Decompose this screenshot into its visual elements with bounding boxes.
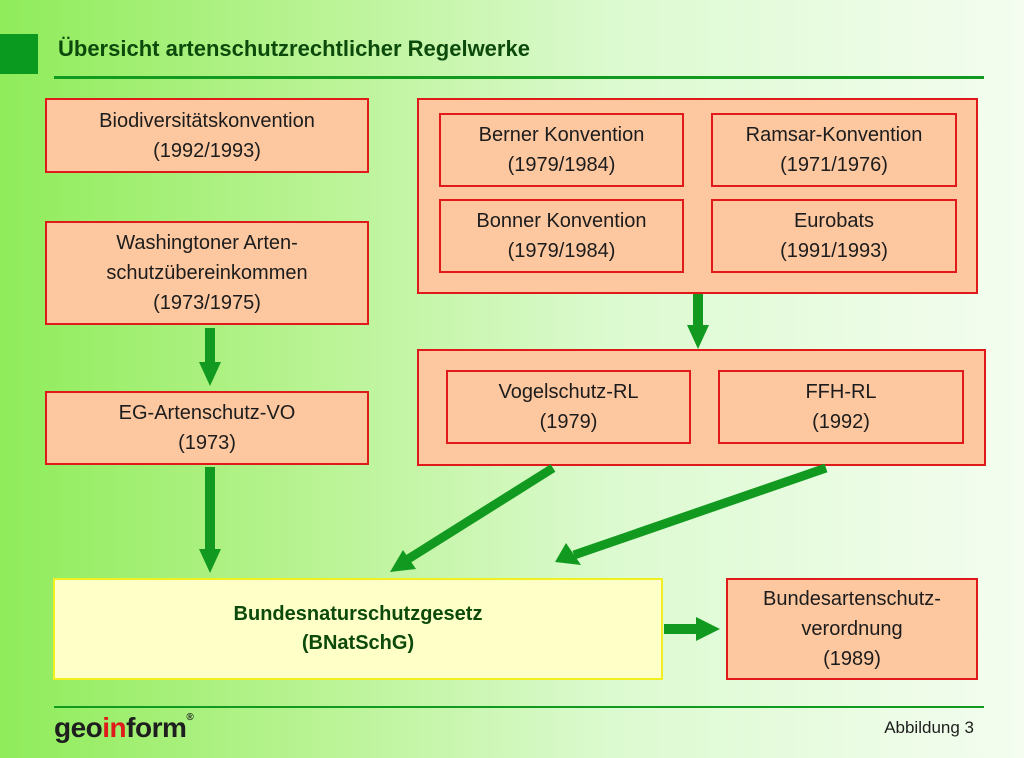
box-label-line: Bundesartenschutz- [763,588,941,610]
box-label-line: (1979/1984) [507,240,616,262]
box-label-line: Vogelschutz-RL [498,381,639,403]
box-label-line: Ramsar-Konvention [745,124,923,146]
box-label-line: (1971/1976) [780,154,888,176]
box-label-line: Eurobats [793,210,875,232]
arrowhead-icon [390,550,416,572]
arrow-diagonal-icon [402,464,556,565]
page-title: Übersicht artenschutzrechtlicher Regelwe… [58,36,530,61]
box-label-line: Washingtoner Arten- [116,232,298,254]
box-label-line: (1973) [178,432,236,454]
corner-accent-block [0,34,38,74]
box-label-line: Berner Konvention [478,124,645,146]
box-bundesartenschutzverordnung: Bundesartenschutz- verordnung (1989) [726,578,978,680]
box-label-line: (1979/1984) [507,154,616,176]
box-bundesnaturschutzgesetz: Bundesnaturschutzgesetz (BNatSchG) [53,578,663,680]
box-label-line: Bundesnaturschutzgesetz [233,603,483,625]
box-ramsar-konvention: Ramsar-Konvention (1971/1976) [711,113,957,187]
box-label-line: (1991/1993) [780,240,888,262]
box-label-line: Biodiversitätskonvention [99,109,315,132]
box-label-line: Bonner Konvention [476,210,647,232]
box-label-line: (1979) [539,411,598,433]
box-label-line: (1992/1993) [153,139,261,162]
arrow-down-icon [687,294,709,349]
arrow-down-icon [199,467,221,573]
box-label-line: (1973/1975) [153,292,261,314]
box-label-line: FFH-RL [805,381,877,403]
figure-caption: Abbildung 3 [884,718,974,737]
box-label-line: (1989) [823,648,881,670]
box-label-line: EG-Artenschutz-VO [118,402,296,424]
box-label-line: schutzübereinkommen [106,262,308,284]
box-label-line: (1992) [812,411,870,433]
box-biodiversitaetskonvention: Biodiversitätskonvention (1992/1993) [45,98,369,173]
box-eurobats: Eurobats (1991/1993) [711,199,957,273]
box-vogelschutz-rl: Vogelschutz-RL (1979) [446,370,691,444]
box-ffh-rl: FFH-RL (1992) [718,370,964,444]
box-washingtoner-abkommen: Washingtoner Arten- schutzübereinkommen … [45,221,369,325]
arrowhead-icon [555,543,581,565]
geoinform-logo: geoinform® [54,712,194,743]
box-label-line: (BNatSchG) [301,632,415,654]
arrow-diagonal-icon [572,463,828,560]
footer-divider [54,706,984,708]
arrow-right-icon [664,617,720,641]
box-bonner-konvention: Bonner Konvention (1979/1984) [439,199,684,273]
header-divider [54,76,984,79]
box-label-line: verordnung [801,618,903,640]
box-berner-konvention: Berner Konvention (1979/1984) [439,113,684,187]
box-eg-artenschutz-vo: EG-Artenschutz-VO (1973) [45,391,369,465]
arrow-down-icon [199,328,221,386]
